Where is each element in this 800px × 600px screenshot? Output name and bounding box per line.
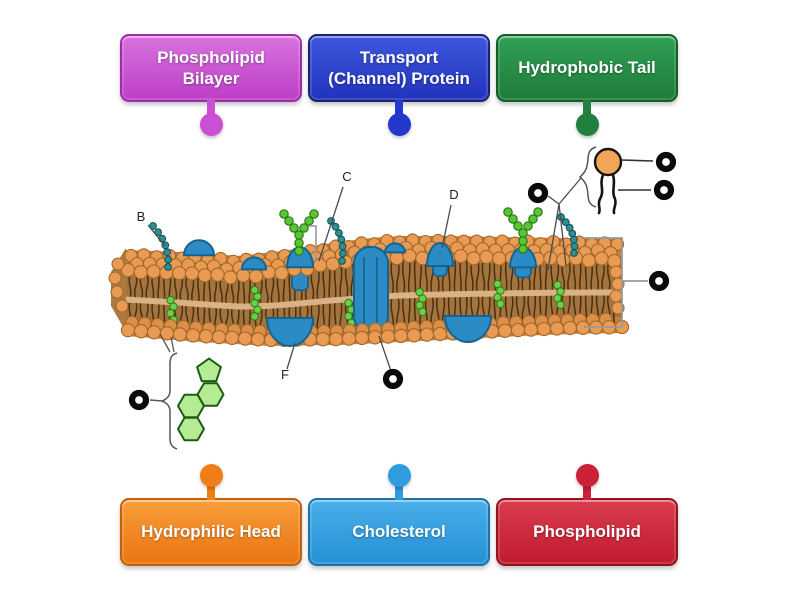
steroid-ring-d-pentagon [196, 357, 222, 383]
label-hydrophobic-tail[interactable]: Hydrophobic Tail [496, 34, 678, 136]
channel-pointer-line [378, 335, 392, 372]
label-text: Phospholipid Bilayer [120, 34, 302, 102]
label-pin-stem [583, 482, 591, 500]
letter-callouts [147, 186, 452, 370]
label-pin-knob [199, 113, 223, 136]
drop-target-hydrophobic-tail[interactable] [653, 179, 675, 201]
membrane-illustration [108, 207, 630, 348]
label-text: Phospholipid [496, 498, 678, 566]
label-pin-knob [387, 113, 411, 136]
letter-B: B [137, 209, 146, 224]
label-text: Hydrophobic Tail [496, 34, 678, 102]
bilayer-bracket [584, 237, 648, 328]
cholesterol-molecule [149, 333, 225, 450]
label-pin-stem [207, 482, 215, 500]
label-hydrophilic-head[interactable]: Hydrophilic Head [120, 464, 302, 566]
label-phospholipid-bilayer[interactable]: Phospholipid Bilayer [120, 34, 302, 136]
drop-target-phospholipid[interactable] [527, 182, 549, 204]
label-pin-stem [395, 100, 403, 118]
steroid-ring-b [177, 393, 205, 419]
phospholipid-inset [578, 146, 654, 215]
label-text: Cholesterol [308, 498, 490, 566]
inset-tail-right [611, 173, 617, 215]
letter-F: F [281, 367, 289, 382]
label-pin-stem [395, 482, 403, 500]
label-text: Transport (Channel) Protein [308, 34, 490, 102]
label-pin-knob [575, 113, 599, 136]
label-transport-channel-protein[interactable]: Transport (Channel) Protein [308, 34, 490, 136]
drop-target-transport-protein[interactable] [382, 368, 404, 390]
drop-target-hydrophilic-head[interactable] [655, 151, 677, 173]
steroid-ring-a [177, 416, 205, 442]
label-text: Hydrophilic Head [120, 498, 302, 566]
phospholipid-pointer-lines [547, 177, 582, 271]
drop-target-cholesterol[interactable] [128, 389, 150, 411]
label-pin-knob [575, 464, 599, 487]
inset-brace [578, 146, 597, 208]
inset-head [593, 147, 623, 177]
label-pin-stem [583, 100, 591, 118]
inset-tail-left [597, 173, 605, 215]
label-cholesterol[interactable]: Cholesterol [308, 464, 490, 566]
label-pin-knob [199, 464, 223, 487]
label-pin-knob [387, 464, 411, 487]
cholesterol-brace [159, 352, 178, 450]
label-phospholipid[interactable]: Phospholipid [496, 464, 678, 566]
letter-D: D [449, 187, 458, 202]
drop-target-phospholipid-bilayer[interactable] [648, 270, 670, 292]
drop-targets [128, 151, 677, 411]
label-pin-stem [207, 100, 215, 118]
letter-C: C [342, 169, 351, 184]
